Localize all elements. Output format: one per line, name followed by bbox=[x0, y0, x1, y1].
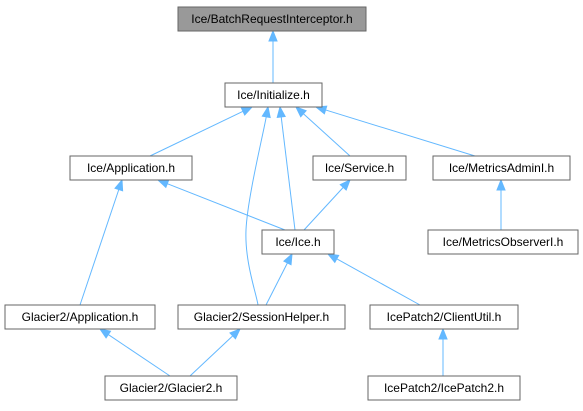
node-label: Glacier2/Glacier2.h bbox=[120, 381, 223, 395]
edge-line bbox=[265, 262, 288, 306]
node-box[interactable] bbox=[369, 304, 519, 330]
node-label: Ice/Application.h bbox=[87, 161, 175, 175]
node-label: Glacier2/SessionHelper.h bbox=[194, 310, 329, 324]
node-box[interactable] bbox=[224, 82, 323, 108]
edge-line bbox=[245, 116, 267, 306]
node-box[interactable] bbox=[432, 155, 571, 181]
node-box[interactable] bbox=[177, 304, 346, 330]
edge-line bbox=[325, 109, 476, 157]
node-metricsobserver[interactable]: Ice/MetricsObserverI.h bbox=[427, 229, 579, 255]
edge-line bbox=[167, 183, 286, 231]
edge-line bbox=[149, 110, 244, 157]
node-ice[interactable]: Ice/Ice.h bbox=[261, 229, 335, 255]
arrowhead bbox=[438, 327, 448, 340]
arrowhead bbox=[276, 105, 286, 118]
edge-initialize-to-batch bbox=[268, 29, 278, 83]
edge-metricsadmin-to-initialize bbox=[314, 105, 476, 157]
node-batch[interactable]: Ice/BatchRequestInterceptor.h bbox=[177, 6, 367, 32]
arrowhead bbox=[156, 179, 170, 189]
node-box[interactable] bbox=[312, 155, 407, 181]
node-box[interactable] bbox=[177, 6, 367, 32]
edge-metricsobserver-to-metricsadmin bbox=[496, 178, 506, 230]
node-box[interactable] bbox=[4, 304, 156, 330]
arrowhead bbox=[496, 178, 506, 191]
node-g2session[interactable]: Glacier2/SessionHelper.h bbox=[177, 304, 346, 330]
node-label: Ice/MetricsAdminI.h bbox=[449, 161, 554, 175]
node-label: Ice/Initialize.h bbox=[237, 88, 310, 102]
node-icepatch2[interactable]: IcePatch2/IcePatch2.h bbox=[367, 375, 521, 401]
node-box[interactable] bbox=[69, 155, 193, 181]
node-label: IcePatch2/IcePatch2.h bbox=[384, 381, 504, 395]
edge-line bbox=[280, 116, 296, 231]
arrowhead bbox=[339, 179, 351, 191]
arrowhead bbox=[326, 253, 340, 264]
arrowhead bbox=[240, 106, 254, 116]
edge-g2app-to-application bbox=[79, 178, 124, 306]
edge-g2session-to-initialize bbox=[245, 105, 271, 306]
edge-clientutil-to-ice bbox=[326, 253, 421, 306]
arrowhead bbox=[295, 106, 307, 118]
node-label: Ice/MetricsObserverI.h bbox=[443, 235, 564, 249]
edge-icepatch2-to-clientutil bbox=[438, 327, 448, 376]
edge-ice-to-initialize bbox=[276, 105, 296, 231]
node-application[interactable]: Ice/Application.h bbox=[69, 155, 193, 181]
node-g2app[interactable]: Glacier2/Application.h bbox=[4, 304, 156, 330]
arrowhead bbox=[283, 252, 293, 266]
node-clientutil[interactable]: IcePatch2/ClientUtil.h bbox=[369, 304, 519, 330]
node-label: Ice/Ice.h bbox=[275, 235, 320, 249]
node-label: IcePatch2/ClientUtil.h bbox=[387, 310, 502, 324]
arrowhead bbox=[98, 328, 112, 339]
edge-service-to-initialize bbox=[295, 106, 351, 157]
edges-layer bbox=[79, 29, 506, 377]
arrowhead bbox=[114, 178, 124, 192]
node-g2[interactable]: Glacier2/Glacier2.h bbox=[104, 375, 238, 401]
nodes-layer: Ice/BatchRequestInterceptor.hIce/Initial… bbox=[4, 6, 579, 401]
edge-g2session-to-ice bbox=[265, 252, 293, 306]
edge-ice-to-service bbox=[303, 179, 351, 231]
node-label: Ice/Service.h bbox=[325, 161, 394, 175]
edge-line bbox=[189, 335, 234, 377]
edge-g2-to-g2app bbox=[98, 328, 171, 377]
node-initialize[interactable]: Ice/Initialize.h bbox=[224, 82, 323, 108]
node-metricsadmin[interactable]: Ice/MetricsAdminI.h bbox=[432, 155, 571, 181]
node-box[interactable] bbox=[427, 229, 579, 255]
edge-line bbox=[303, 187, 344, 231]
edge-ice-to-application bbox=[156, 179, 286, 231]
edge-application-to-initialize bbox=[149, 106, 254, 157]
edge-line bbox=[336, 258, 421, 306]
node-label: Ice/BatchRequestInterceptor.h bbox=[191, 12, 352, 26]
node-box[interactable] bbox=[104, 375, 238, 401]
arrowhead bbox=[261, 105, 271, 119]
node-box[interactable] bbox=[261, 229, 335, 255]
node-label: Glacier2/Application.h bbox=[22, 310, 139, 324]
edge-g2-to-g2session bbox=[189, 328, 241, 377]
edge-line bbox=[79, 189, 120, 306]
arrowhead bbox=[229, 328, 241, 340]
arrowhead bbox=[268, 29, 278, 42]
node-service[interactable]: Ice/Service.h bbox=[312, 155, 407, 181]
edge-line bbox=[108, 334, 171, 377]
node-box[interactable] bbox=[367, 375, 521, 401]
edge-line bbox=[303, 113, 351, 157]
